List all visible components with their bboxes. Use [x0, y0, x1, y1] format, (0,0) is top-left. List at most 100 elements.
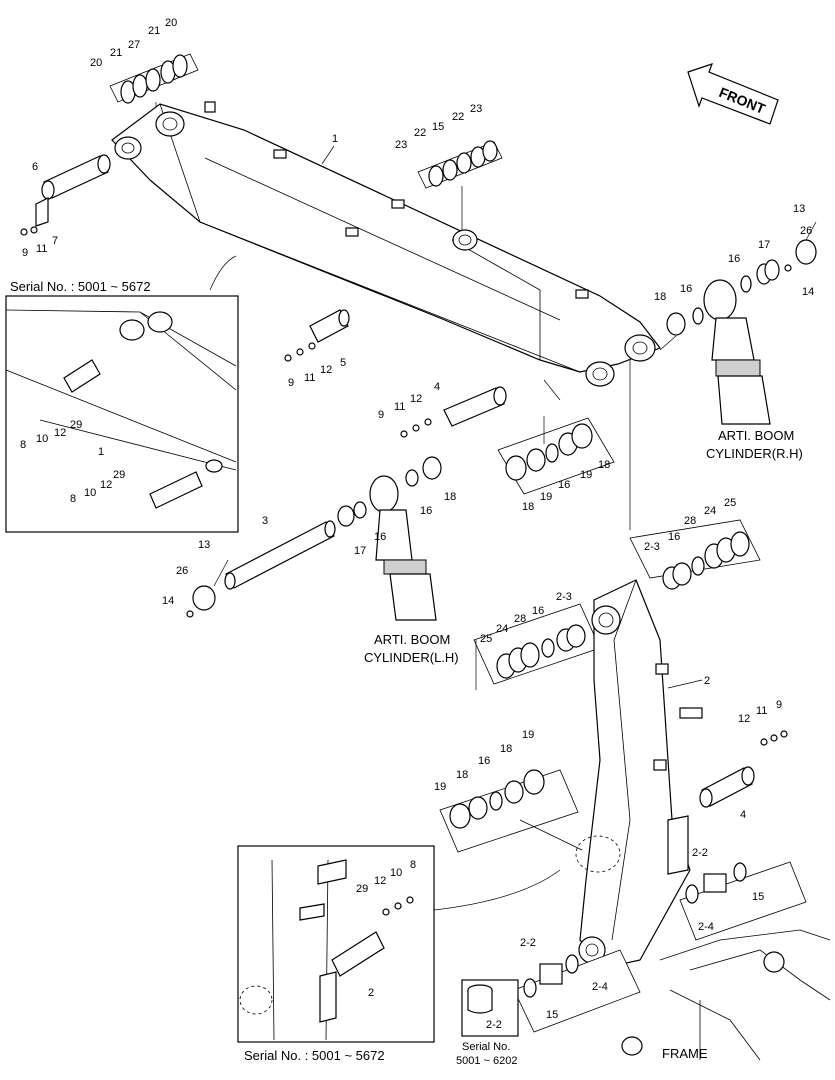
- callout-11d: 11: [756, 705, 767, 717]
- inset-top-callout-8a: 8: [20, 439, 26, 451]
- callout-27: 27: [128, 39, 140, 51]
- callout-2-4b: 2-4: [592, 981, 608, 993]
- callout-13b: 13: [198, 539, 210, 551]
- main-boom: 1: [111, 101, 661, 387]
- callout-13a: 13: [793, 203, 805, 215]
- callout-2-2a: 2-2: [692, 847, 708, 859]
- inset-top-callout-29b: 29: [113, 469, 125, 481]
- callout-9c: 9: [378, 409, 384, 421]
- callout-22a: 22: [414, 127, 426, 139]
- pin-3-assembly: 3 13 26 14: [162, 515, 336, 618]
- callout-16c: 16: [558, 479, 570, 491]
- callout-2-3a: 2-3: [644, 541, 660, 553]
- inset-top-serial: Serial No. : 5001 ~ 5672: [10, 279, 151, 294]
- callout-21b: 21: [148, 25, 160, 37]
- callout-18a: 18: [654, 291, 666, 303]
- callout-18c: 18: [598, 459, 610, 471]
- callout-25b: 25: [480, 633, 492, 645]
- callout-16b: 16: [680, 283, 692, 295]
- callout-2-2b: 2-2: [520, 937, 536, 949]
- inset-top: Serial No. : 5001 ~ 5672 1 8 10 12 29 8 …: [5, 255, 239, 533]
- callout-11b: 11: [304, 372, 315, 384]
- callout-23b: 23: [470, 103, 482, 115]
- lh-cylinder: 18 16 17 16 ARTI. BOOM CYLINDER(L.H): [337, 456, 459, 665]
- leader-lines: [475, 335, 677, 851]
- callout-9b: 9: [288, 377, 294, 389]
- pin-6-assembly: 6 9 11 7: [20, 154, 111, 259]
- inset-small: 2-2 Serial No. 5001 ~ 6202: [456, 979, 519, 1067]
- front-arrow: FRONT: [687, 63, 779, 125]
- inset-bottom-serial: Serial No. : 5001 ~ 5672: [244, 1048, 385, 1063]
- ring-group-lower: 19 18 16 18 19: [434, 729, 579, 853]
- callout-16g: 16: [532, 605, 544, 617]
- inset-bottom-29: 29: [356, 883, 368, 895]
- pin-5-assembly: 5 9 11 12: [284, 309, 350, 389]
- inset-small-part: 2-2: [486, 1019, 502, 1031]
- callout-24b: 24: [496, 623, 508, 635]
- callout-16d: 16: [420, 505, 432, 517]
- callout-6: 6: [32, 161, 38, 173]
- callout-20a: 20: [90, 57, 102, 69]
- callout-18f: 18: [500, 743, 512, 755]
- inset-small-serial-2: 5001 ~ 6202: [456, 1055, 517, 1067]
- bushing-group-right: 2-3 16 28 24 25: [629, 497, 761, 590]
- callout-21a: 21: [110, 47, 122, 59]
- callout-28b: 28: [514, 613, 526, 625]
- inset-bottom-8: 8: [410, 859, 416, 871]
- callout-18e: 18: [456, 769, 468, 781]
- callout-23a: 23: [395, 139, 407, 151]
- callout-4a: 4: [434, 381, 440, 393]
- frame-label: FRAME: [662, 1046, 708, 1061]
- bushing-lower-left: 2-2 15 2-4: [513, 937, 641, 1033]
- callout-17a: 17: [758, 239, 770, 251]
- callout-9a: 9: [22, 247, 28, 259]
- callout-25a: 25: [724, 497, 736, 509]
- inset-top-callout-12b: 12: [100, 479, 112, 491]
- pin-4b-assembly: 12 11 9 4: [699, 699, 788, 821]
- callout-2-4a: 2-4: [698, 921, 714, 933]
- inset-top-callout-29a: 29: [70, 419, 82, 431]
- rh-cylinder-line1: ARTI. BOOM: [718, 428, 794, 443]
- callout-2-3b: 2-3: [556, 591, 572, 603]
- callout-11c: 11: [394, 401, 405, 413]
- callout-3: 3: [262, 515, 268, 527]
- callout-17b: 17: [354, 545, 366, 557]
- callout-14a: 14: [802, 286, 814, 298]
- callout-9d: 9: [776, 699, 782, 711]
- callout-26a: 26: [800, 225, 812, 237]
- inset-bottom-12: 12: [374, 875, 386, 887]
- callout-28a: 28: [684, 515, 696, 527]
- callout-24a: 24: [704, 505, 716, 517]
- callout-19c: 19: [434, 781, 446, 793]
- callout-15: 15: [432, 121, 444, 133]
- callout-12c: 12: [410, 393, 422, 405]
- mid-washer-stack: 23 22 15 22 23: [395, 103, 503, 230]
- callout-16a: 16: [728, 253, 740, 265]
- callout-1: 1: [332, 133, 338, 145]
- callout-11a: 11: [36, 243, 47, 255]
- callout-20b: 20: [165, 17, 177, 29]
- inset-small-serial-1: Serial No.: [462, 1041, 510, 1053]
- rh-cylinder: 13 26 16 17 14 18 16 ARTI. BOOM CYLINDER…: [654, 203, 817, 461]
- inset-top-callout-10a: 10: [36, 433, 48, 445]
- ring-group-upper: 18 19 16 19 18: [497, 416, 615, 513]
- bushing-group-left: 25 24 28 16 2-3: [473, 591, 601, 685]
- callout-19d: 19: [522, 729, 534, 741]
- callout-19b: 19: [580, 469, 592, 481]
- callout-16e: 16: [374, 531, 386, 543]
- callout-26b: 26: [176, 565, 188, 577]
- callout-18b: 18: [522, 501, 534, 513]
- pin-4-assembly: 4 9 11 12: [378, 381, 507, 438]
- inset-bottom-10: 10: [390, 867, 402, 879]
- callout-16f: 16: [668, 531, 680, 543]
- callout-7: 7: [52, 235, 58, 247]
- inset-top-callout-12a: 12: [54, 427, 66, 439]
- inset-top-callout-8b: 8: [70, 493, 76, 505]
- inset-top-callout-10b: 10: [84, 487, 96, 499]
- arm: 2: [575, 579, 710, 969]
- inset-bottom: 29 12 10 8 2 Serial No. : 5001 ~ 5672: [237, 845, 561, 1063]
- lh-cylinder-line2: CYLINDER(L.H): [364, 650, 459, 665]
- top-washer-stack: 20 21 27 21 20: [90, 17, 199, 128]
- callout-15b: 15: [546, 1009, 558, 1021]
